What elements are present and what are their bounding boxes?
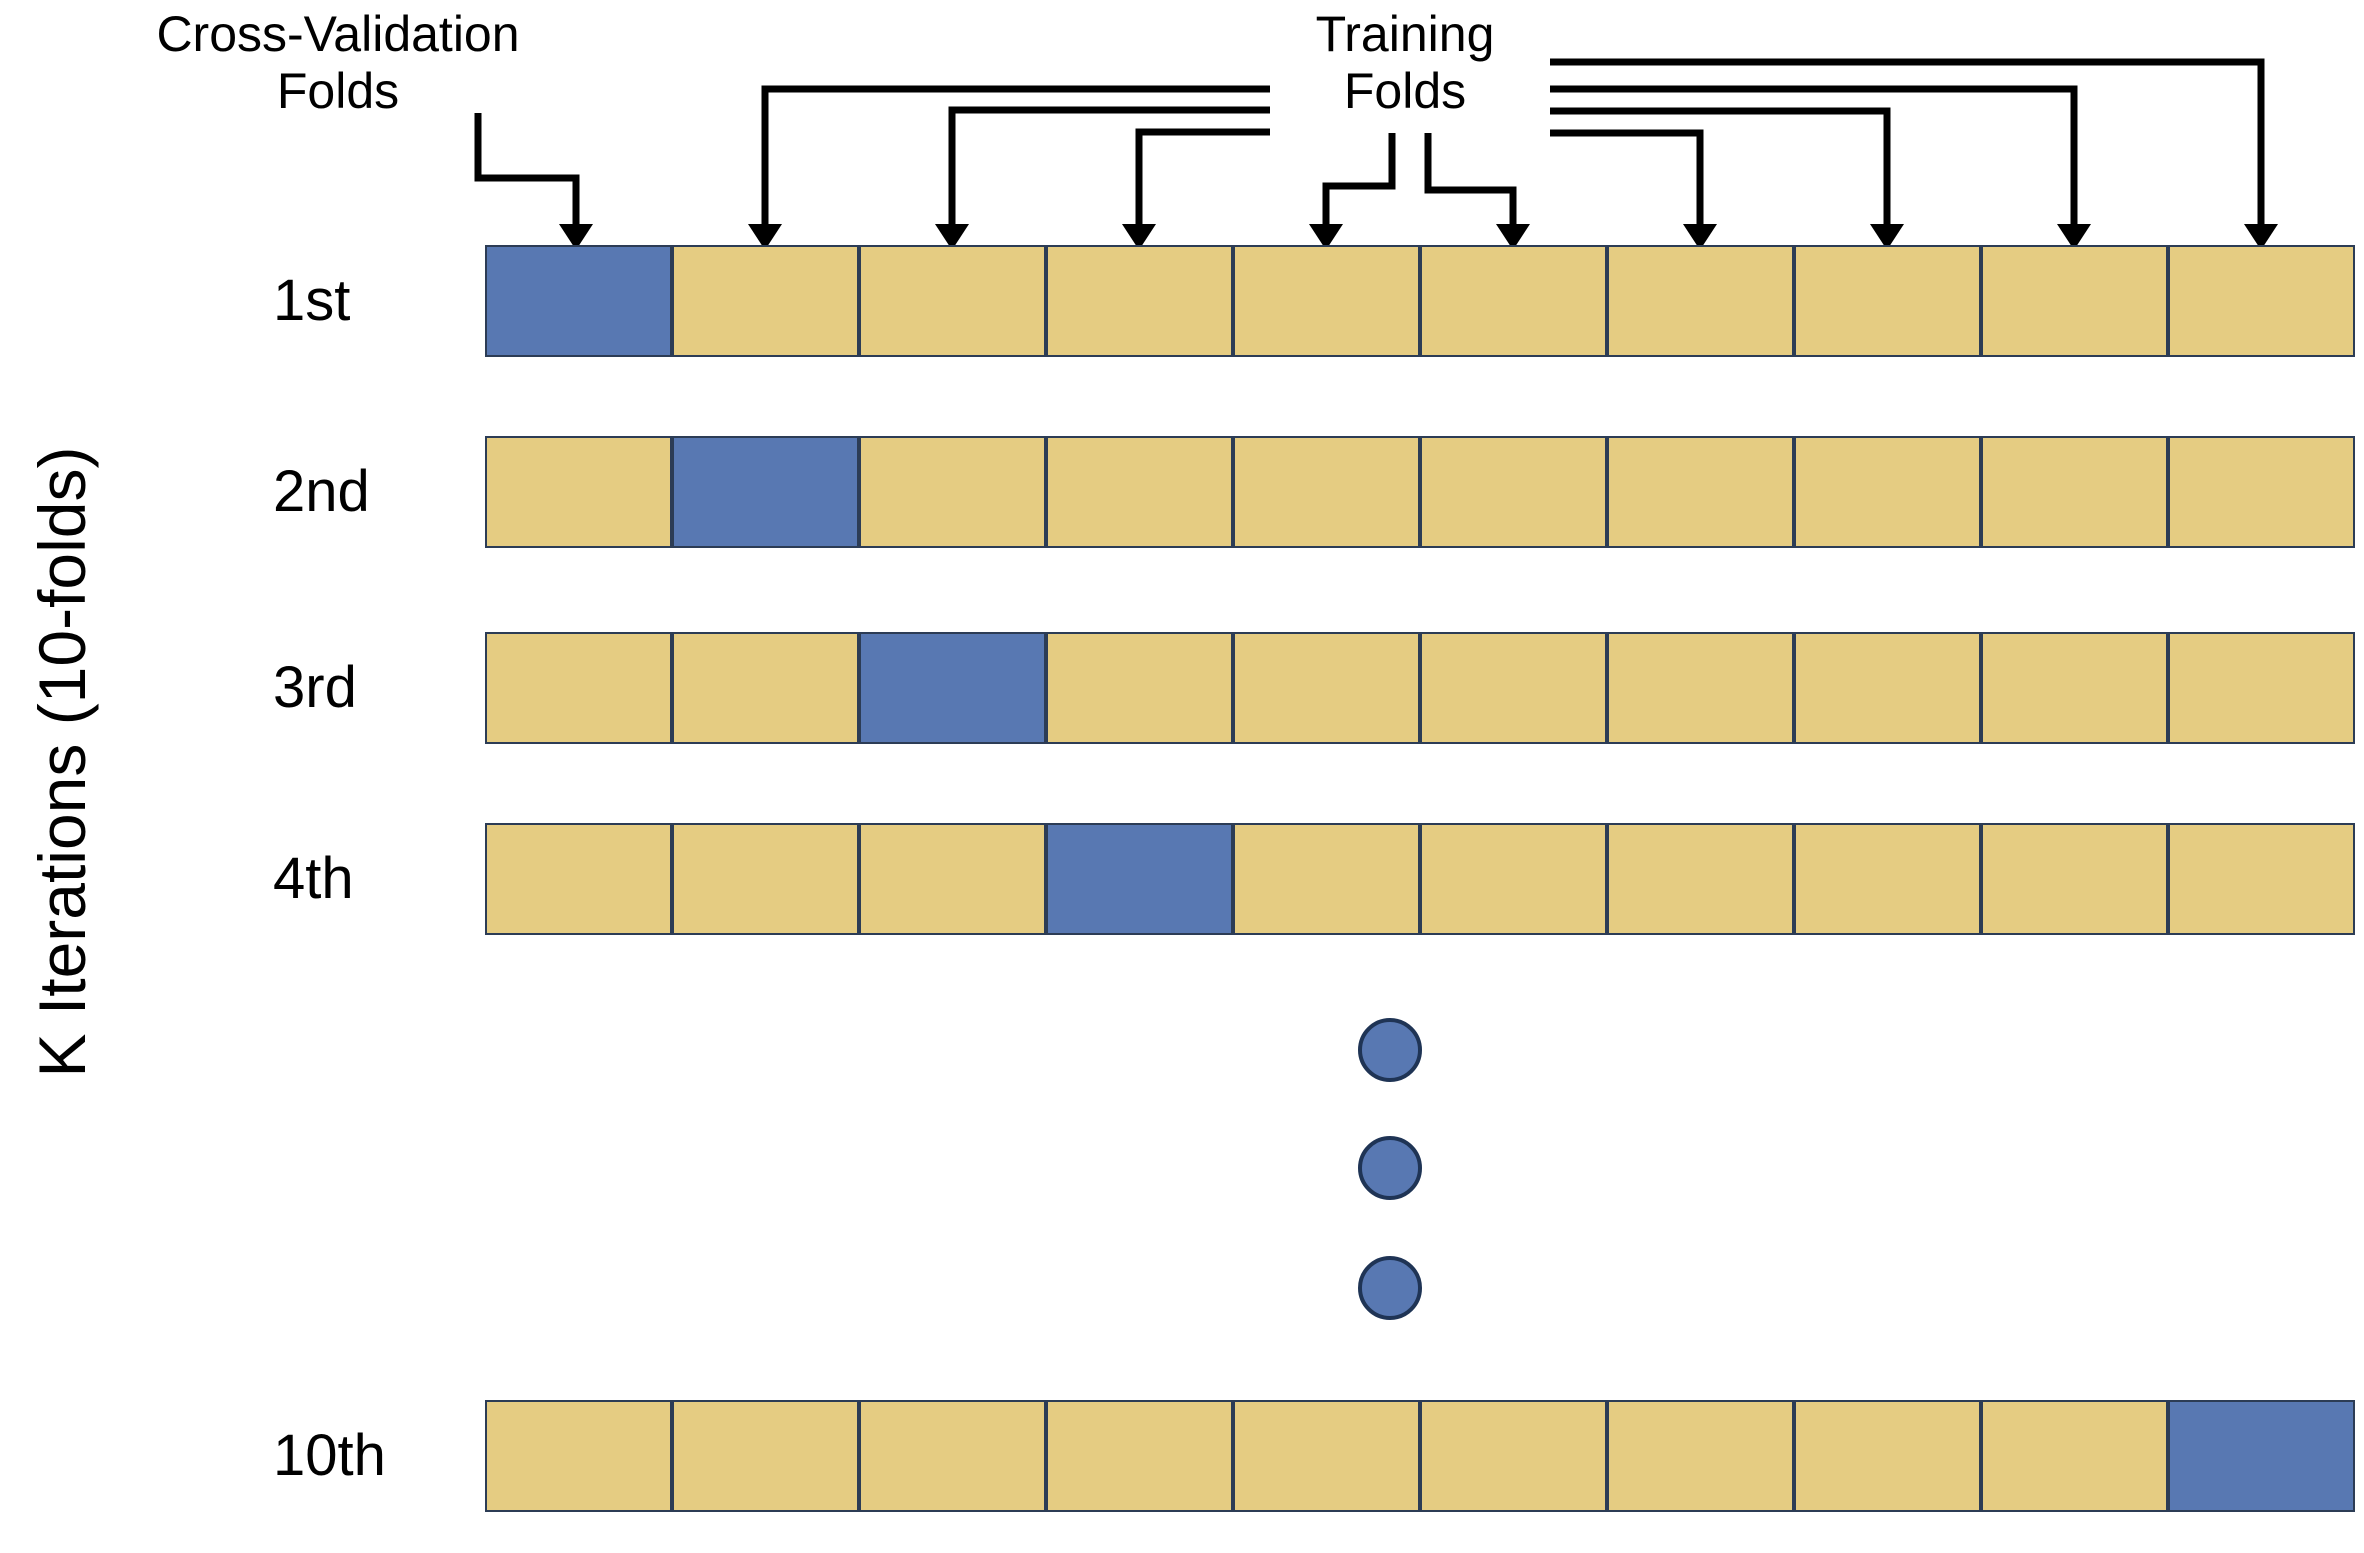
arrow-to-fold-8 (1550, 107, 1904, 250)
k-iterations-axis-label: K Iterations (10-folds) (25, 446, 99, 1078)
training-fold-cell (1794, 1400, 1981, 1512)
training-fold-cell (672, 632, 859, 744)
iteration-row-1st: 1st (0, 245, 2364, 357)
training-fold-cell (1420, 632, 1607, 744)
training-fold-cell (1233, 436, 1420, 548)
fold-bar (485, 632, 2355, 744)
arrow-to-fold-6 (1424, 133, 1530, 250)
training-fold-cell (672, 245, 859, 357)
training-fold-cell (1794, 245, 1981, 357)
training-fold-cell (485, 823, 672, 935)
training-fold-cell (1607, 1400, 1794, 1512)
iteration-row-2nd: 2nd (0, 436, 2364, 548)
training-fold-cell (1981, 632, 2168, 744)
cross-validation-folds-label-line1: Cross-Validation (156, 6, 520, 62)
training-fold-cell (859, 1400, 1046, 1512)
training-fold-cell (485, 1400, 672, 1512)
training-fold-cell (1046, 436, 1233, 548)
training-fold-cell (1794, 823, 1981, 935)
validation-fold-cell (2168, 1400, 2355, 1512)
training-fold-cell (859, 245, 1046, 357)
training-fold-cell (1607, 632, 1794, 744)
validation-fold-cell (1046, 823, 1233, 935)
validation-fold-cell (485, 245, 672, 357)
training-fold-cell (1046, 1400, 1233, 1512)
training-fold-cell (1233, 632, 1420, 744)
arrow-to-fold-1 (474, 113, 593, 250)
fold-bar (485, 823, 2355, 935)
arrow-to-fold-4 (1122, 128, 1270, 250)
arrow-to-fold-10 (1550, 58, 2278, 250)
training-fold-cell (1981, 245, 2168, 357)
training-fold-cell (672, 823, 859, 935)
training-fold-cell (859, 823, 1046, 935)
iteration-row-3rd: 3rd (0, 632, 2364, 744)
training-folds-label-line2: Folds (1343, 62, 1467, 119)
training-fold-cell (485, 436, 672, 548)
validation-fold-cell (672, 436, 859, 548)
training-fold-cell (1981, 823, 2168, 935)
training-fold-cell (2168, 823, 2355, 935)
training-fold-cell (1981, 1400, 2168, 1512)
iteration-row-4th: 4th (0, 823, 2364, 935)
iteration-row-10th: 10th (0, 1400, 2364, 1512)
training-fold-cell (1233, 1400, 1420, 1512)
ellipsis-dot (1358, 1018, 1422, 1082)
training-fold-cell (1046, 245, 1233, 357)
arrow-to-fold-3 (935, 106, 1270, 250)
iteration-row-label: 3rd (273, 655, 357, 720)
training-fold-cell (1420, 823, 1607, 935)
training-fold-cell (1794, 632, 1981, 744)
training-fold-cell (672, 1400, 859, 1512)
training-fold-cell (1981, 436, 2168, 548)
fold-bar (485, 1400, 2355, 1512)
arrow-to-fold-7 (1550, 129, 1717, 250)
training-fold-cell (2168, 436, 2355, 548)
ellipsis-dot (1358, 1136, 1422, 1200)
training-fold-cell (1607, 823, 1794, 935)
training-fold-cell (1233, 245, 1420, 357)
cross-validation-folds-label: Cross-Validation Folds (88, 6, 588, 119)
training-fold-cell (2168, 245, 2355, 357)
training-fold-cell (1233, 823, 1420, 935)
training-fold-cell (1046, 632, 1233, 744)
training-fold-cell (1607, 436, 1794, 548)
arrow-to-fold-2 (748, 85, 1270, 250)
training-fold-cell (859, 436, 1046, 548)
training-fold-cell (1420, 245, 1607, 357)
validation-fold-cell (859, 632, 1046, 744)
iteration-row-label: 10th (273, 1423, 386, 1488)
training-fold-cell (485, 632, 672, 744)
fold-bar (485, 245, 2355, 357)
training-folds-label: Training Folds (1155, 6, 1655, 119)
cross-validation-folds-label-line2: Folds (276, 62, 400, 119)
arrow-to-fold-9 (1550, 85, 2091, 250)
iteration-row-label: 2nd (273, 459, 370, 524)
training-fold-cell (1794, 436, 1981, 548)
fold-bar (485, 436, 2355, 548)
training-fold-cell (1607, 245, 1794, 357)
iteration-row-label: 1st (273, 268, 351, 333)
training-fold-cell (2168, 632, 2355, 744)
training-fold-cell (1420, 1400, 1607, 1512)
arrow-to-fold-5 (1309, 133, 1396, 250)
training-folds-label-line1: Training (1315, 6, 1495, 62)
ellipsis-dot (1358, 1256, 1422, 1320)
arrow-connectors (474, 58, 2278, 250)
iteration-row-label: 4th (273, 846, 354, 911)
training-fold-cell (1420, 436, 1607, 548)
